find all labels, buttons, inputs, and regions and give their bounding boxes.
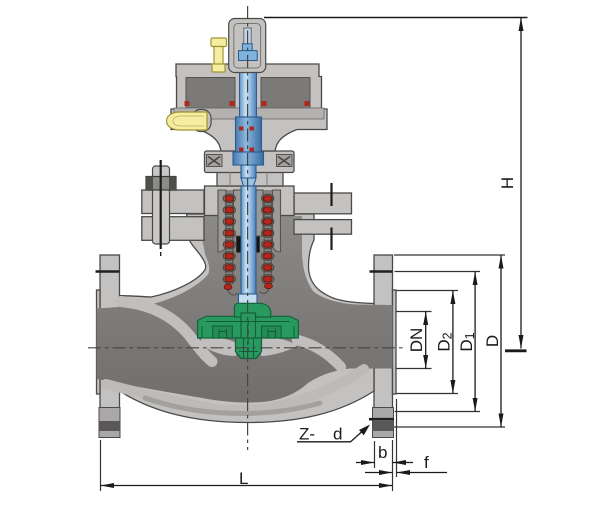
svg-text:Z-: Z- bbox=[299, 425, 315, 444]
svg-text:f: f bbox=[424, 453, 429, 472]
svg-text:H: H bbox=[498, 177, 517, 189]
svg-text:D2: D2 bbox=[435, 332, 455, 351]
svg-text:d: d bbox=[333, 425, 342, 444]
svg-text:L: L bbox=[239, 469, 248, 488]
svg-text:DN: DN bbox=[407, 328, 426, 353]
svg-text:b: b bbox=[378, 443, 387, 462]
svg-text:D: D bbox=[483, 335, 502, 347]
svg-text:D1: D1 bbox=[457, 332, 477, 351]
